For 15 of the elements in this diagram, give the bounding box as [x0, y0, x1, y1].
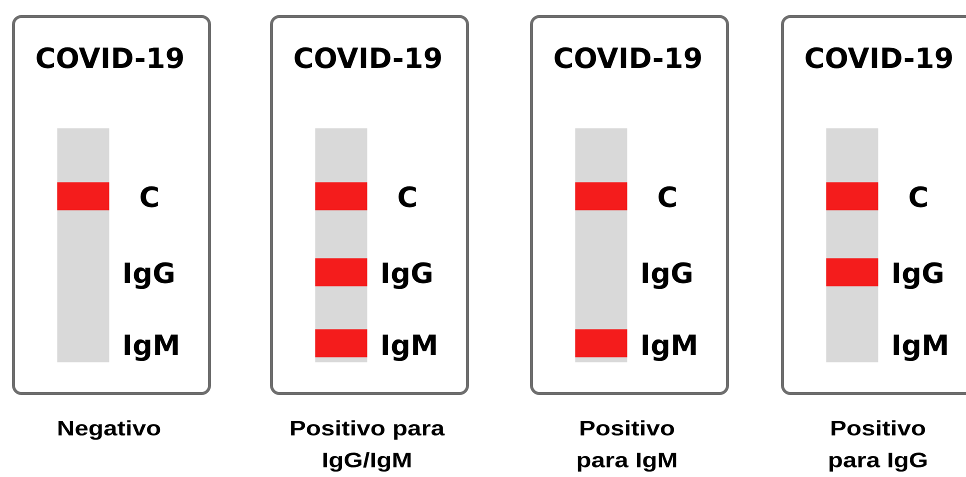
line-label: IgM: [124, 334, 178, 361]
line-label: IgM: [894, 334, 947, 361]
result-caption: Positivo para IgG/IgM: [291, 420, 445, 472]
line-label: IgG: [382, 262, 432, 289]
line-label: IgG: [894, 262, 942, 289]
line-label: C: [658, 186, 676, 208]
line-label: C: [398, 186, 416, 208]
line-label: IgG: [124, 262, 174, 289]
line-label: C: [140, 186, 158, 208]
line-label: IgM: [382, 334, 436, 361]
line-label: C: [910, 186, 927, 208]
line-label: IgG: [642, 262, 692, 289]
result-caption: Positivo para IgG: [830, 420, 927, 472]
result-caption: Negativo: [58, 420, 160, 440]
result-caption: Positivo para IgM: [578, 420, 676, 472]
